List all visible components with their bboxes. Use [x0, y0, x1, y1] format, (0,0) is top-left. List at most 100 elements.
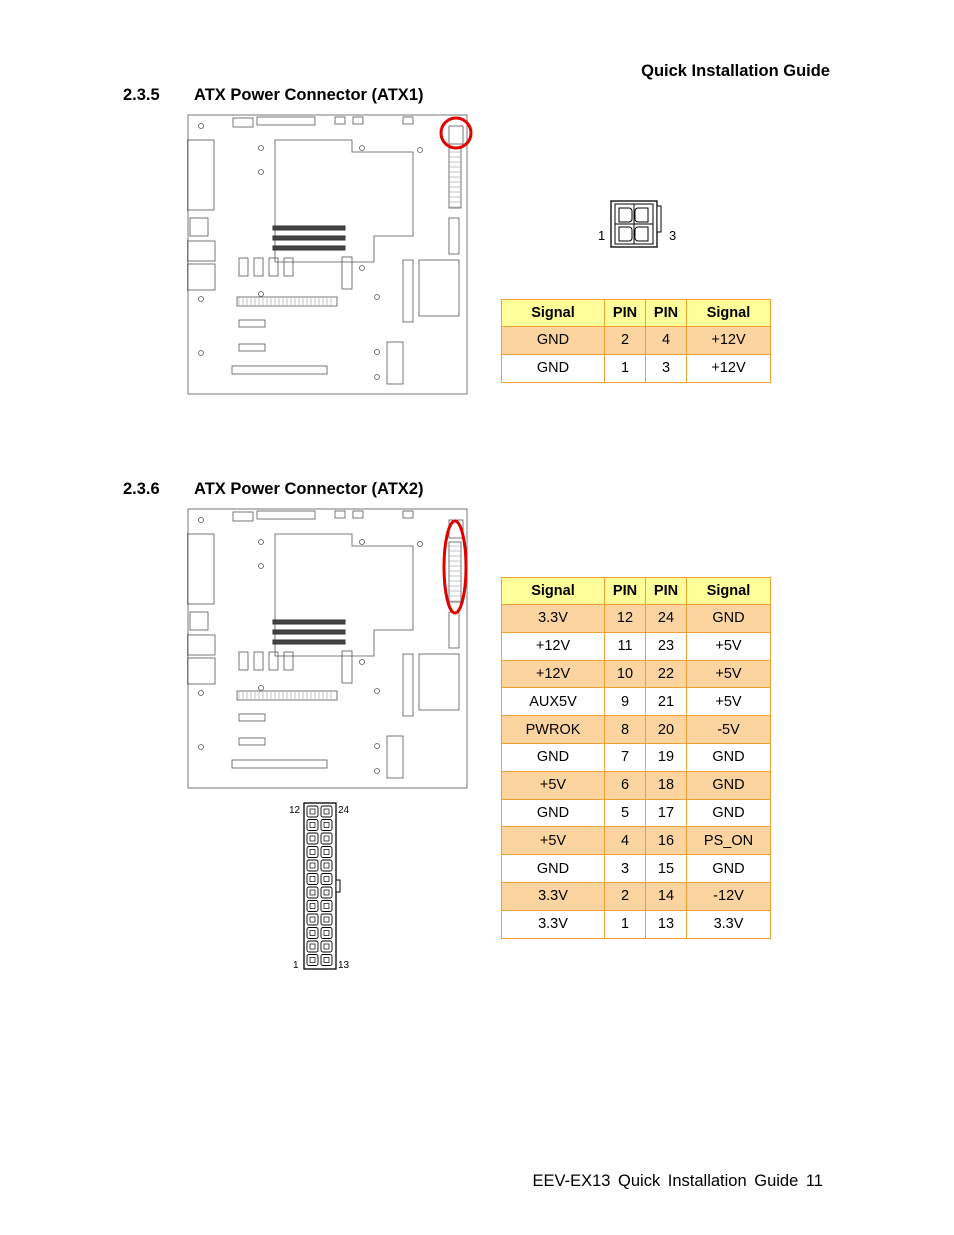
pin-cell: 10 — [604, 659, 646, 689]
pin-cell: 22 — [645, 659, 687, 689]
pin-cell: 8 — [604, 715, 646, 744]
signal-cell: GND — [686, 854, 771, 883]
pin-cell: 2 — [604, 881, 646, 911]
section-title: ATX Power Connector (ATX2) — [194, 480, 424, 498]
pin-cell: 14 — [645, 881, 687, 911]
signal-cell: -12V — [686, 881, 771, 911]
header-cell: Signal — [501, 577, 605, 605]
pin-cell: 24 — [645, 604, 687, 633]
signal-cell: PS_ON — [686, 826, 771, 856]
signal-cell: +5V — [501, 770, 605, 800]
section-title: ATX Power Connector (ATX1) — [194, 86, 424, 104]
pin-label-1: 1 — [293, 960, 299, 971]
pin-cell: 17 — [645, 798, 687, 828]
pin-cell: 16 — [645, 826, 687, 856]
atx2-connector-diagram: 12 24 1 13 — [289, 802, 350, 971]
header-cell: PIN — [645, 299, 687, 327]
pin-cell: 19 — [645, 742, 687, 772]
header-cell: PIN — [645, 577, 687, 605]
signal-cell: GND — [686, 770, 771, 800]
signal-cell: +12V — [501, 659, 605, 689]
pin-cell: 1 — [604, 909, 646, 939]
header-cell: Signal — [686, 577, 771, 605]
atx1-highlight-circle — [439, 116, 473, 150]
pin-cell: 12 — [604, 604, 646, 633]
pin-cell: 3 — [604, 854, 646, 883]
pin-cell: 5 — [604, 798, 646, 828]
signal-cell: +5V — [501, 826, 605, 856]
signal-cell: GND — [501, 854, 605, 883]
signal-cell: GND — [501, 742, 605, 772]
atx2-highlight-ellipse — [442, 519, 468, 615]
pin-cell: 9 — [604, 687, 646, 717]
signal-cell: GND — [686, 742, 771, 772]
pin-label-3: 3 — [669, 228, 676, 243]
signal-cell: +5V — [686, 659, 771, 689]
pin-cell: 3 — [645, 353, 687, 383]
signal-cell: +5V — [686, 687, 771, 717]
pin-label-12: 12 — [289, 805, 301, 816]
signal-cell: GND — [501, 326, 605, 355]
signal-cell: +12V — [686, 353, 771, 383]
pin-label-1: 1 — [598, 228, 605, 243]
section-number: 2.3.5 — [123, 86, 160, 104]
signal-cell: +12V — [501, 631, 605, 661]
signal-cell: GND — [686, 604, 771, 633]
section-number: 2.3.6 — [123, 480, 160, 498]
motherboard-diagram-atx2 — [187, 508, 468, 789]
pin-cell: 1 — [604, 353, 646, 383]
pin-cell: 4 — [604, 826, 646, 856]
pin-cell: 18 — [645, 770, 687, 800]
header-cell: PIN — [604, 577, 646, 605]
pin-cell: 6 — [604, 770, 646, 800]
signal-cell: +5V — [686, 631, 771, 661]
signal-cell: GND — [501, 798, 605, 828]
pin-cell: 23 — [645, 631, 687, 661]
signal-cell: 3.3V — [501, 909, 605, 939]
pin-label-24: 24 — [338, 805, 350, 816]
page-header-title: Quick Installation Guide — [641, 62, 830, 80]
signal-cell: GND — [686, 798, 771, 828]
page-footer: EEV-EX13 Quick Installation Guide 11 — [532, 1172, 823, 1190]
pin-cell: 20 — [645, 715, 687, 744]
pin-cell: 7 — [604, 742, 646, 772]
header-cell: Signal — [501, 299, 605, 327]
signal-cell: +12V — [686, 326, 771, 355]
signal-cell: 3.3V — [686, 909, 771, 939]
header-cell: PIN — [604, 299, 646, 327]
signal-cell: -5V — [686, 715, 771, 744]
pin-cell: 2 — [604, 326, 646, 355]
pin-cell: 4 — [645, 326, 687, 355]
pin-cell: 15 — [645, 854, 687, 883]
signal-cell: 3.3V — [501, 604, 605, 633]
signal-cell: 3.3V — [501, 881, 605, 911]
motherboard-diagram-atx1 — [187, 114, 468, 395]
pin-cell: 11 — [604, 631, 646, 661]
header-cell: Signal — [686, 299, 771, 327]
pin-cell: 21 — [645, 687, 687, 717]
pin-label-13: 13 — [338, 960, 350, 971]
signal-cell: AUX5V — [501, 687, 605, 717]
signal-cell: PWROK — [501, 715, 605, 744]
signal-cell: GND — [501, 353, 605, 383]
pin-cell: 13 — [645, 909, 687, 939]
atx1-connector-diagram: 1 3 — [598, 200, 676, 248]
